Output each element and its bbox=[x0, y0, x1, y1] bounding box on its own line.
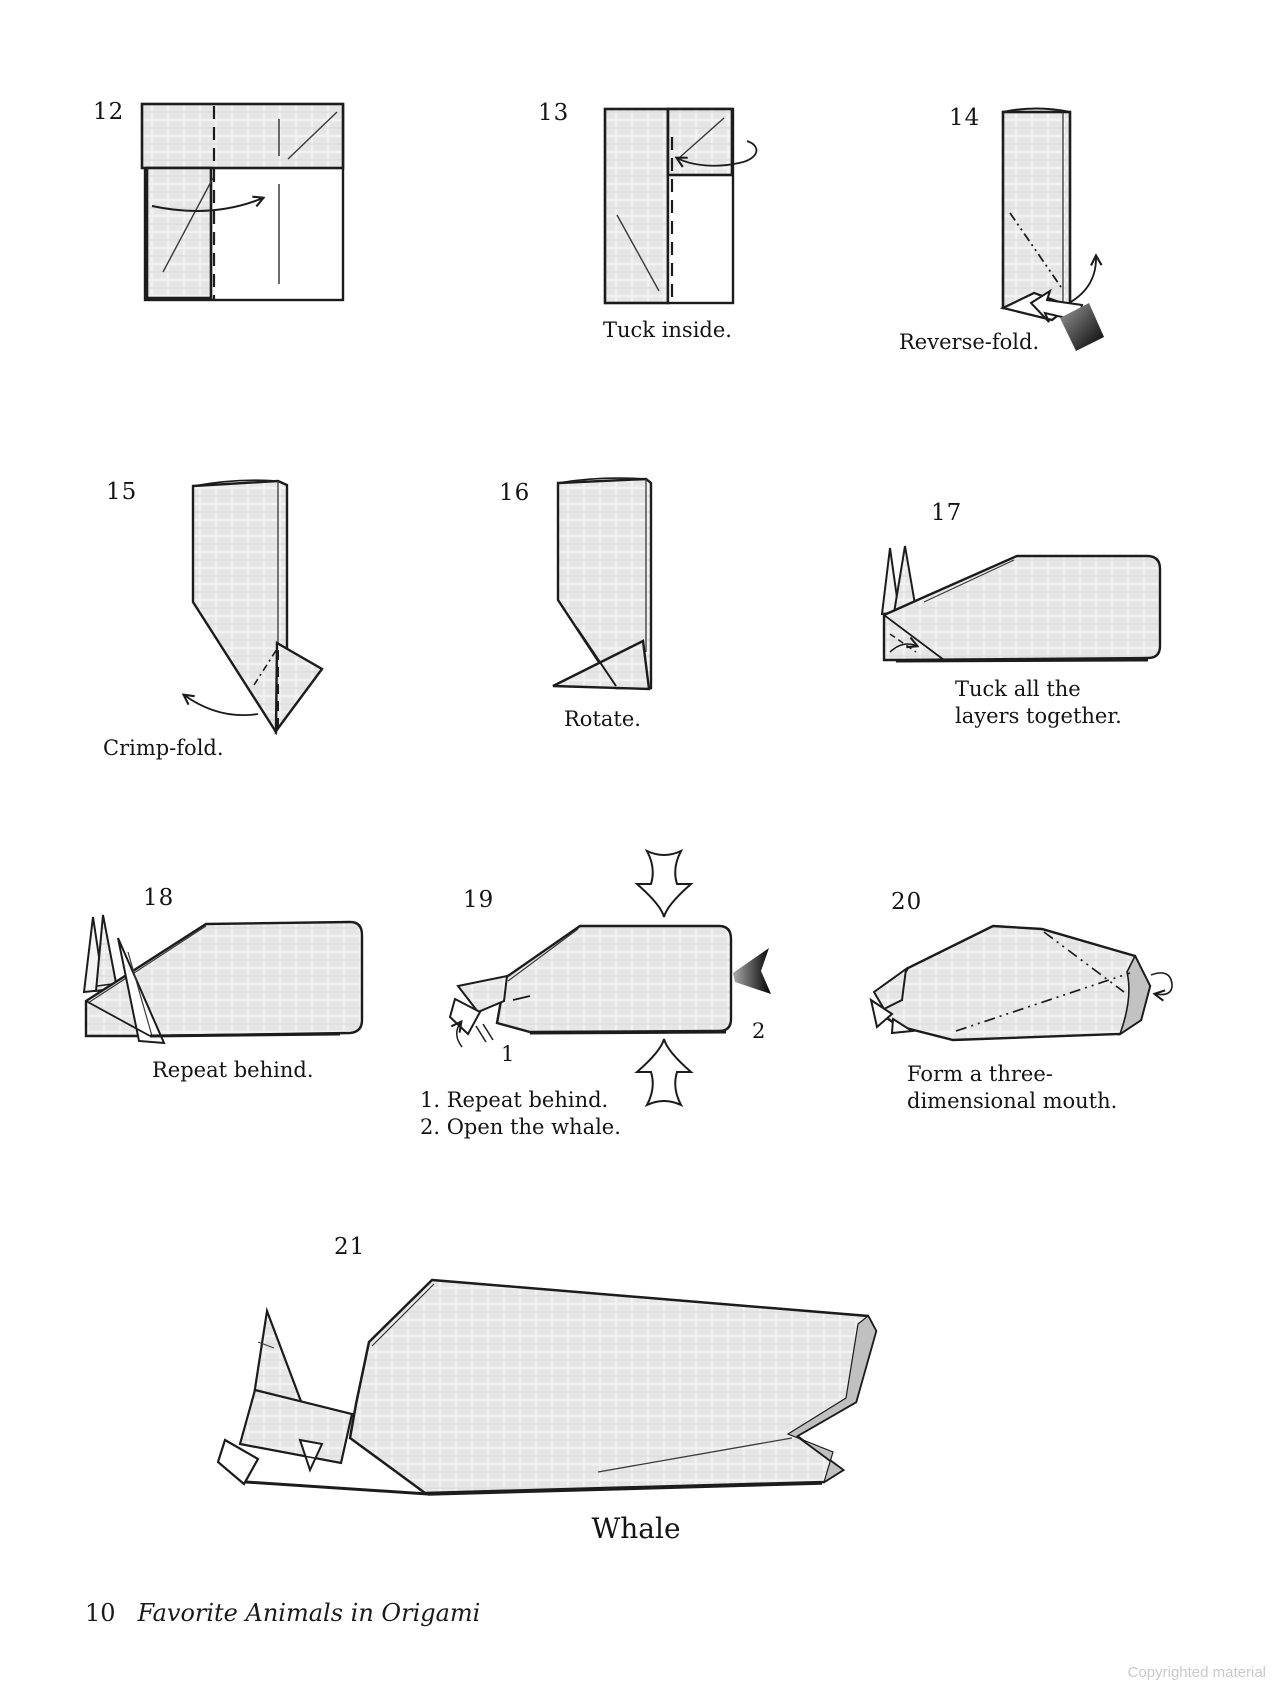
fold-arrow bbox=[151, 198, 263, 212]
fold-arrow bbox=[1068, 256, 1096, 304]
step-18-diagram bbox=[82, 914, 364, 1045]
hollow-push-arrow-top bbox=[634, 848, 694, 918]
step-15-caption: Crimp-fold. bbox=[103, 736, 224, 760]
step-19-label-2: 2 bbox=[752, 1019, 766, 1043]
mountain-fold-line bbox=[253, 648, 278, 686]
step-20-caption: Form a three- dimensional mouth. bbox=[907, 1062, 1118, 1113]
reverse-fold-line bbox=[1009, 212, 1062, 288]
mountain-fold-line bbox=[955, 972, 1131, 1032]
step-14-diagram bbox=[999, 107, 1104, 351]
whale-body bbox=[348, 1278, 878, 1495]
step-17-caption: Tuck all the layers together. bbox=[955, 677, 1122, 728]
step-14-number: 14 bbox=[949, 105, 981, 131]
black-wedge-arrow bbox=[733, 948, 771, 994]
book-title: Favorite Animals in Origami bbox=[137, 1599, 481, 1627]
mountain-fold-line bbox=[1043, 931, 1125, 993]
tuck-arrow bbox=[677, 140, 758, 166]
step-19-number: 19 bbox=[463, 887, 495, 913]
step-16-caption: Rotate. bbox=[564, 707, 641, 731]
hollow-push-arrow-bottom bbox=[634, 1038, 694, 1108]
step-16-number: 16 bbox=[499, 480, 531, 506]
step-13-diagram bbox=[603, 107, 758, 305]
step-15-diagram bbox=[184, 479, 324, 736]
step-17-diagram bbox=[880, 545, 1162, 663]
step-16-diagram bbox=[552, 477, 653, 691]
tuck-arrow bbox=[889, 644, 917, 653]
step-14-caption: Reverse-fold. bbox=[899, 330, 1040, 354]
step-17-number: 17 bbox=[931, 500, 963, 526]
mouth-shading bbox=[1118, 954, 1151, 1037]
step-19-label-1: 1 bbox=[501, 1042, 515, 1066]
step-21-diagram bbox=[216, 1278, 878, 1496]
whale-tail-shading bbox=[786, 1315, 877, 1484]
step-13-caption: Tuck inside. bbox=[603, 318, 732, 342]
step-19-caption: 1. Repeat behind. 2. Open the whale. bbox=[420, 1088, 621, 1139]
page-footer: 10 Favorite Animals in Origami bbox=[85, 1599, 480, 1627]
step-20-diagram bbox=[869, 924, 1173, 1042]
step-20-number: 20 bbox=[891, 889, 923, 915]
step-12-number: 12 bbox=[93, 99, 125, 125]
open-mouth-arrow bbox=[1150, 972, 1173, 995]
step-13-number: 13 bbox=[538, 100, 570, 126]
crimp-arrow bbox=[184, 695, 259, 717]
whale-head bbox=[238, 1388, 354, 1465]
step-19-diagram bbox=[448, 848, 771, 1108]
repeat-arrow bbox=[457, 1022, 462, 1048]
page-number: 10 bbox=[85, 1599, 116, 1627]
black-wedge-arrow bbox=[1060, 303, 1104, 351]
step-15-number: 15 bbox=[106, 479, 138, 505]
model-title: Whale bbox=[591, 1512, 681, 1545]
step-18-number: 18 bbox=[143, 885, 175, 911]
step-18-caption: Repeat behind. bbox=[152, 1058, 314, 1082]
step-21-number: 21 bbox=[334, 1234, 366, 1260]
copyright-watermark: Copyrighted material bbox=[1127, 1664, 1266, 1681]
step-12-diagram bbox=[140, 102, 345, 302]
